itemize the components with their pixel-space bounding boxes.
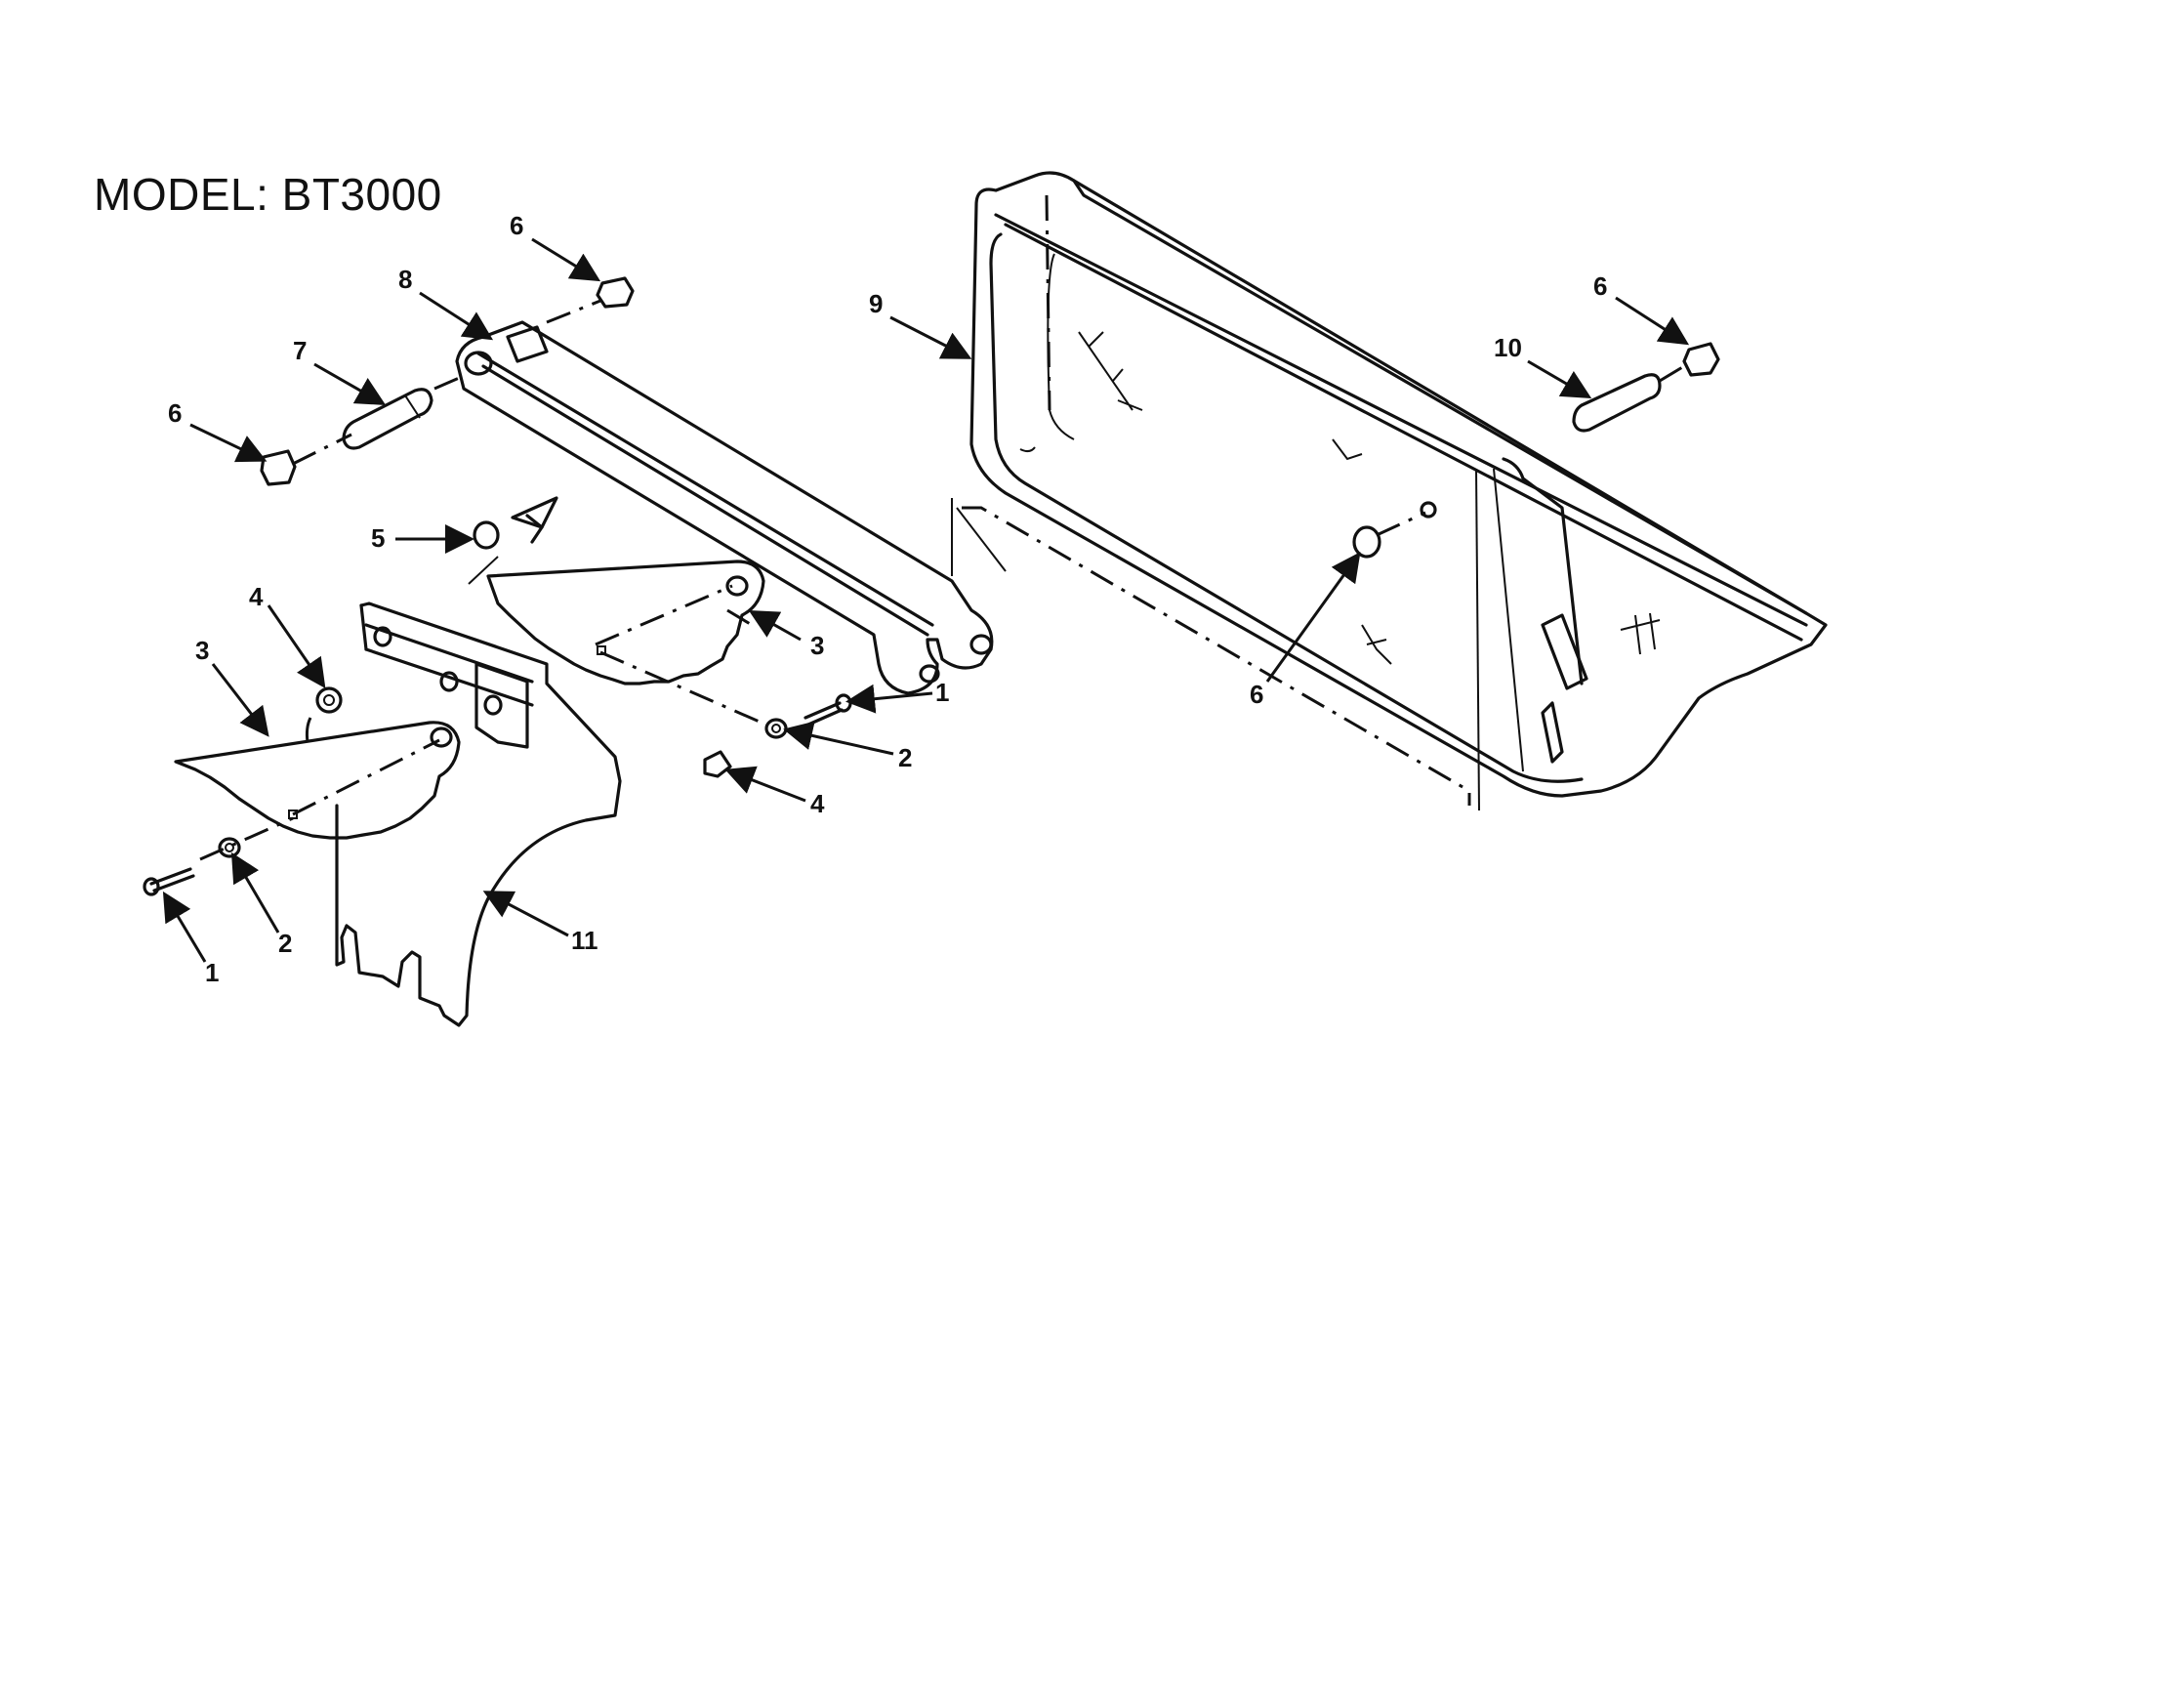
callout-9: 9 [869,289,883,318]
nut-part-6-left [260,449,297,486]
callout-leaders [162,237,1690,963]
callout-4-left: 4 [249,582,264,611]
callout-11: 11 [571,926,598,955]
nut-part-4-left [315,686,343,714]
callout-2-left: 2 [278,929,292,958]
callout-2-right: 2 [898,743,912,772]
pin-part-10 [1572,373,1662,433]
model-title: MODEL: BT3000 [94,169,442,220]
callout-1-left: 1 [205,958,219,987]
pawl-part-3-left [174,721,461,840]
pin-part-7 [342,388,433,450]
callout-10: 10 [1494,333,1522,362]
washer-part-2-left [218,837,241,858]
callout-6-left: 6 [168,398,182,428]
nut-part-4-right [703,750,732,778]
screw-part-1-right [804,693,852,726]
assembly-center-lines [199,299,1690,861]
callout-8: 8 [398,265,412,294]
callout-6-mid: 6 [1250,680,1263,709]
callout-6-right: 6 [1593,271,1607,301]
nut-part-6-right [1682,342,1720,377]
callout-3-right: 3 [810,631,824,660]
support-arm-part-8 [455,320,1007,695]
blade-guard-part-9 [962,171,1828,811]
callout-7: 7 [293,336,307,365]
washer-part-2-right [764,718,788,739]
callout-numbers: 6 8 7 6 9 6 10 5 4 3 3 1 2 4 6 11 2 1 [168,211,1607,987]
screw-part-1-left [143,867,195,896]
spreader-part-11 [335,602,622,1027]
callout-6-top: 6 [510,211,523,240]
nut-part-6-mid [1352,501,1437,559]
callout-1-right: 1 [935,678,949,707]
callout-5: 5 [371,523,385,553]
callout-4-right: 4 [810,789,825,818]
nut-part-5 [468,496,558,585]
callout-3-left: 3 [195,636,209,665]
pawl-part-3-right [486,560,765,685]
nut-part-6-top [596,276,635,309]
